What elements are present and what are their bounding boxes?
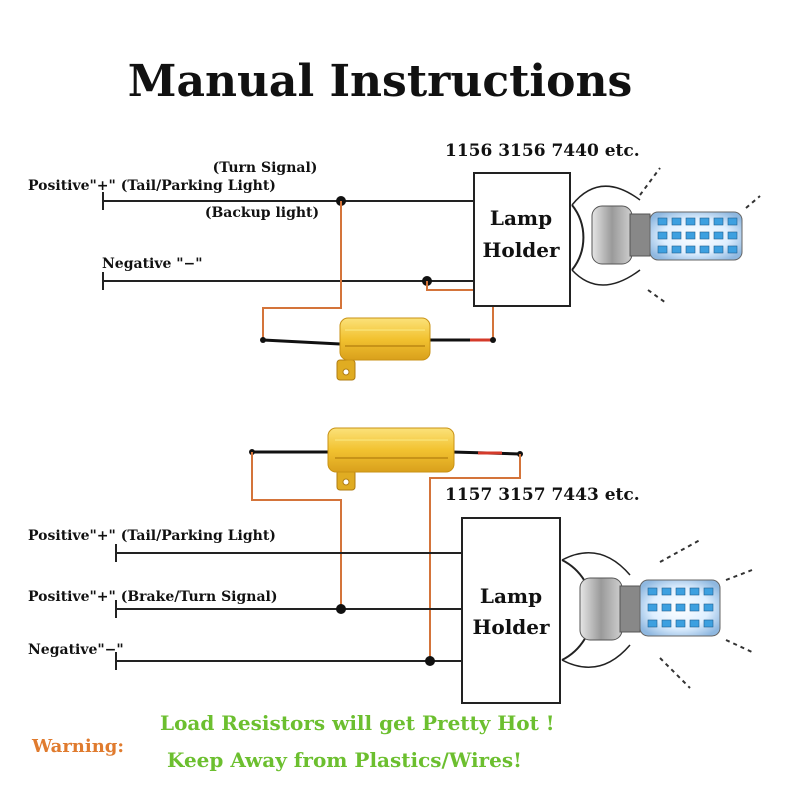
negative-label-2: Negative"−" <box>28 642 124 658</box>
backup-label: (Backup light) <box>205 205 319 221</box>
junction-dot <box>336 604 346 614</box>
positive-brake-label: Positive"+" (Brake/Turn Signal) <box>28 589 277 605</box>
led-bulb-1 <box>571 167 761 304</box>
lamp-holder-2-line2: Holder <box>472 615 550 639</box>
led-bulb-2 <box>561 539 753 689</box>
warning-label: Warning: <box>31 736 124 757</box>
warning-line-1: Load Resistors will get Pretty Hot ! <box>160 711 555 735</box>
load-resistor-2 <box>249 427 523 491</box>
positive-label-1: Positive"+" (Tail/Parking Light) <box>28 178 276 194</box>
load-resistor-1 <box>260 317 496 381</box>
positive-tail-label: Positive"+" (Tail/Parking Light) <box>28 528 276 544</box>
jumper-wires-1 <box>262 201 494 340</box>
turn-signal-label: (Turn Signal) <box>213 160 318 176</box>
diagram-2: 1157 3157 7443 etc. Positive"+" (Tail/Pa… <box>28 427 753 704</box>
bulb-codes-2: 1157 3157 7443 etc. <box>445 485 640 505</box>
junction-dot <box>425 656 435 666</box>
warning-line-2: Keep Away from Plastics/Wires! <box>167 748 522 772</box>
diagram-1: 1156 3156 7440 etc. (Turn Signal) Positi… <box>28 141 761 381</box>
lamp-holder-2-line1: Lamp <box>480 584 542 608</box>
page-title: Manual Instructions <box>128 56 633 107</box>
lamp-holder-1-line2: Holder <box>482 238 560 262</box>
wires-2 <box>115 544 462 670</box>
negative-label-1: Negative "−" <box>102 256 203 272</box>
warning-section: Warning: Load Resistors will get Pretty … <box>31 711 555 772</box>
lamp-holder-2 <box>461 517 561 704</box>
lamp-holder-1-line1: Lamp <box>490 206 552 230</box>
lamp-holder-1 <box>473 172 571 307</box>
bulb-codes-1: 1156 3156 7440 etc. <box>445 141 640 161</box>
wires-1 <box>102 192 474 290</box>
